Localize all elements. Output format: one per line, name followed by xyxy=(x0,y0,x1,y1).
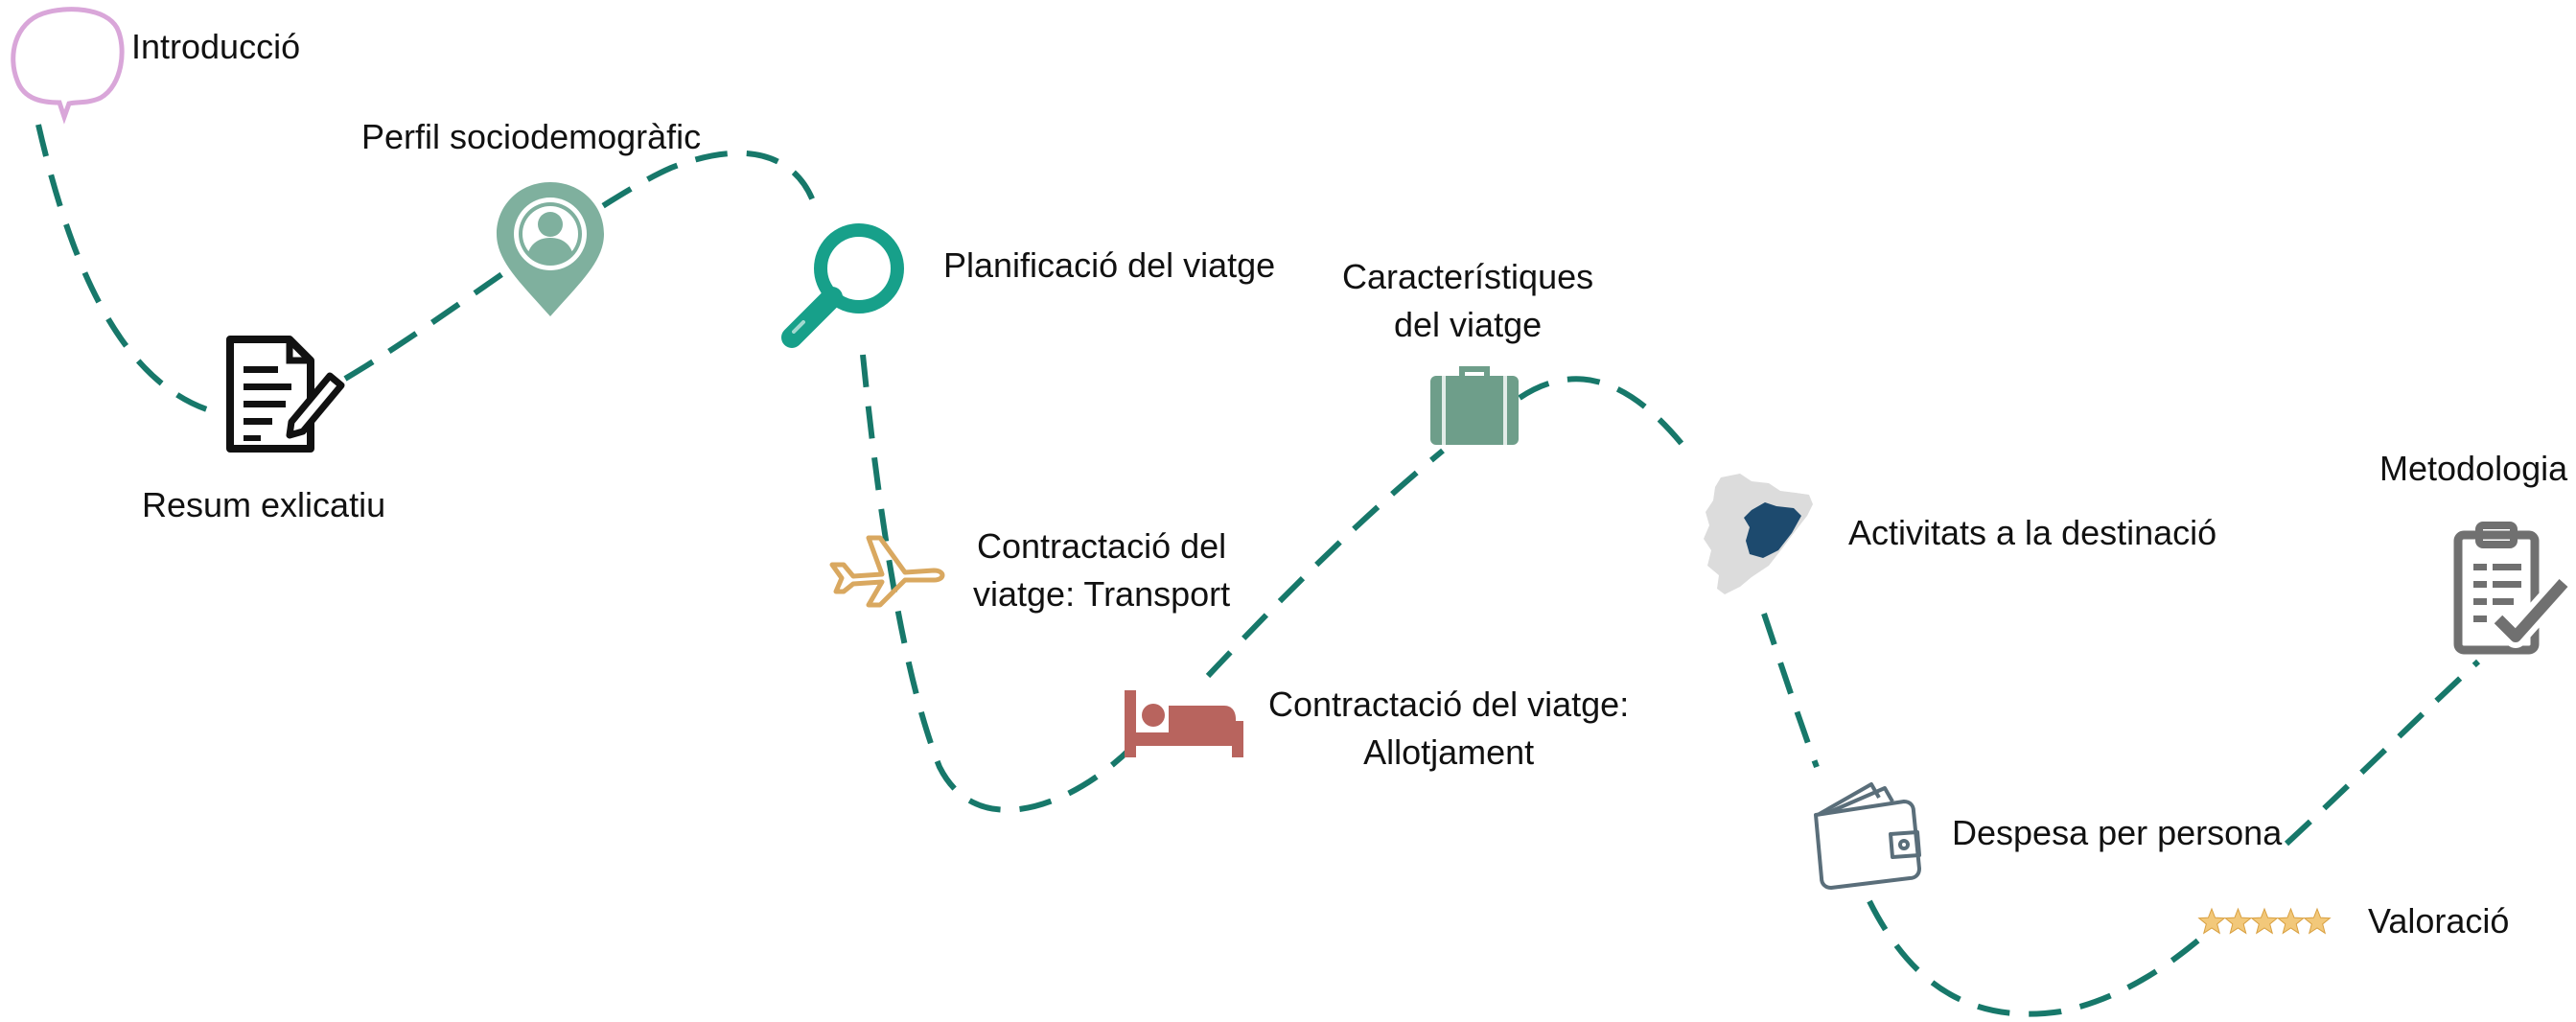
stars-icon xyxy=(2197,907,2332,936)
wallet-icon xyxy=(1814,780,1921,890)
document-pen-icon xyxy=(222,336,347,454)
clipboard-check-icon xyxy=(2453,522,2572,655)
star-icon xyxy=(2197,907,2226,935)
magnifier-icon xyxy=(775,219,909,351)
star-icon xyxy=(2223,907,2253,935)
step-label-activitats: Activitats a la destinació xyxy=(1848,513,2217,552)
step-label-perfil: Perfil sociodemogràfic xyxy=(361,117,702,156)
step-label-allotjament: Contractació del viatge: Allotjament xyxy=(1268,685,1630,772)
step-label-metodologia: Metodologia xyxy=(2379,449,2568,488)
map-icon xyxy=(1702,474,1815,598)
star-icon xyxy=(2276,907,2306,935)
step-label-valoracio: Valoració xyxy=(2368,901,2510,941)
speech-bubble-icon xyxy=(10,4,125,125)
location-person-icon xyxy=(497,182,604,316)
step-label-transport: Contractació del viatge: Transport xyxy=(973,526,1231,614)
star-icon xyxy=(2250,907,2279,935)
step-label-resum: Resum exlicatiu xyxy=(142,485,386,524)
step-label-intro: Introducció xyxy=(131,27,301,66)
airplane-icon xyxy=(826,532,949,609)
bed-icon xyxy=(1125,690,1243,757)
step-label-despesa: Despesa per persona xyxy=(1952,813,2283,852)
star-icon xyxy=(2303,907,2332,935)
step-label-planificacio: Planificació del viatge xyxy=(943,245,1276,285)
step-label-caracteristiques: Característiques del viatge xyxy=(1342,257,1594,344)
suitcase-icon xyxy=(1430,366,1519,445)
